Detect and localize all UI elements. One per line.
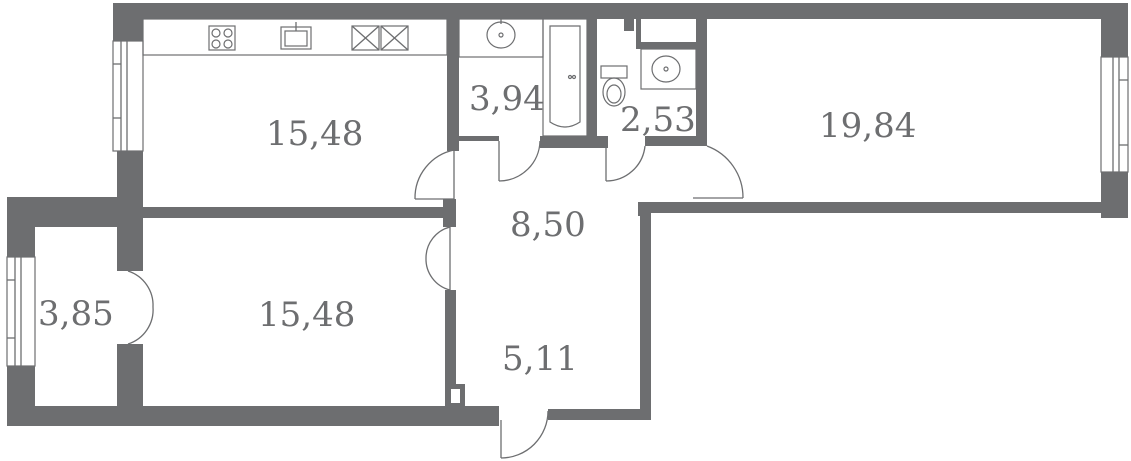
door-bedroom-right	[693, 145, 744, 199]
toilet-fixtures	[600, 48, 697, 107]
area-hallway: 8,50	[510, 205, 586, 245]
window-balcony	[6, 256, 36, 367]
door-toilet	[605, 145, 646, 182]
toilet-washbasin-icon	[640, 48, 697, 90]
window-kitchen	[112, 40, 144, 152]
area-bedroom-right: 19,84	[819, 106, 916, 146]
stove-icon	[208, 25, 236, 51]
walls	[7, 3, 1128, 426]
area-entry: 5,11	[502, 339, 578, 379]
appliance-crossed-icon	[351, 25, 409, 51]
washbasin-icon	[458, 18, 544, 58]
kitchen-sink-icon	[280, 22, 312, 50]
door-bathroom	[498, 140, 541, 182]
door-kitchen	[414, 149, 455, 200]
area-toilet: 2,53	[620, 100, 696, 140]
area-bathroom: 3,94	[469, 79, 545, 119]
bathroom-fixtures	[458, 18, 588, 137]
kitchen-fixtures	[142, 18, 448, 56]
bathtub-icon	[542, 18, 588, 137]
area-kitchen: 15,48	[266, 114, 363, 154]
area-labels: 15,48 3,94 2,53 19,84 8,50 3,85 15,48 5,…	[38, 79, 916, 379]
door-bedroom-left	[425, 226, 451, 291]
door-entrance	[500, 410, 549, 459]
door-balcony	[127, 270, 154, 345]
toilet-icon	[600, 65, 628, 107]
area-bedroom-left: 15,48	[258, 295, 355, 335]
window-bedroom-right	[1100, 56, 1129, 173]
area-balcony: 3,85	[38, 294, 114, 334]
windows	[6, 40, 1129, 367]
doors	[127, 140, 744, 459]
